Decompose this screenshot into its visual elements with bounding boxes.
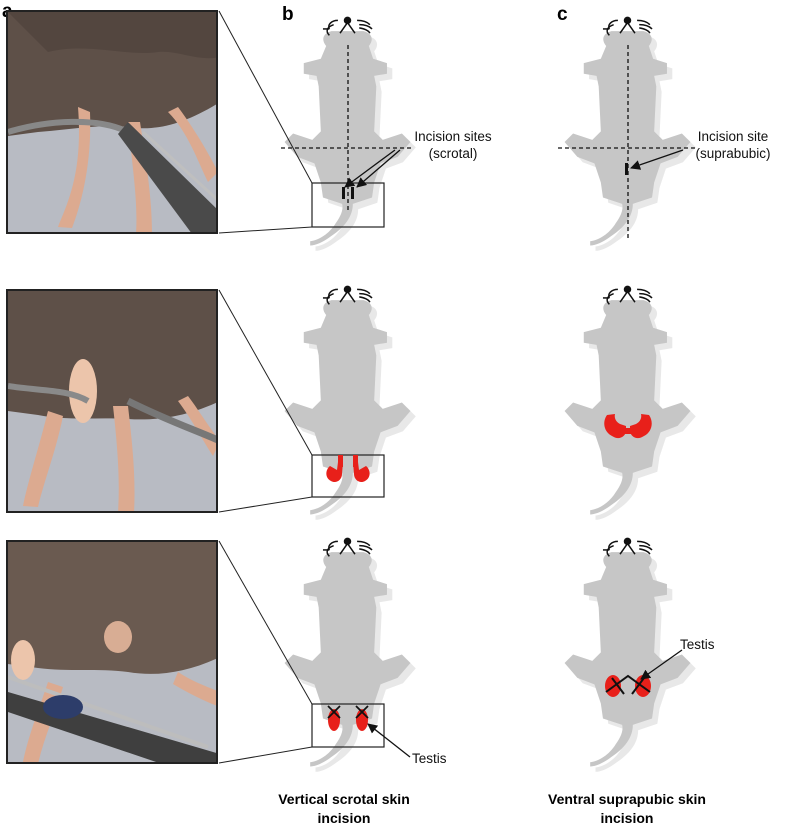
label-incision-site-line2: (suprabubic) xyxy=(695,146,771,161)
surgery-photo-2 xyxy=(6,289,218,513)
incision-mark-right xyxy=(351,187,354,199)
zoom-boxes xyxy=(311,182,385,748)
caption-c: Ventral suprapubic skin incision xyxy=(507,790,747,828)
testis-pair-c2 xyxy=(604,414,652,439)
label-incision-sites: Incision sites (scrotal) xyxy=(398,128,508,162)
surgery-photo-1 xyxy=(6,10,218,234)
label-incision-site-line1: Incision site xyxy=(697,129,769,144)
testis-pair-b2 xyxy=(326,455,370,483)
arrow-incision-right xyxy=(356,149,401,188)
arrow-testis-c xyxy=(640,649,683,680)
dashed-guides-c xyxy=(558,45,696,238)
arrow-incision-suprapubic xyxy=(630,149,684,170)
label-testis-b: Testis xyxy=(412,751,447,766)
label-incision-sites-line2: (scrotal) xyxy=(428,146,478,161)
label-incision-site: Incision site (suprabubic) xyxy=(678,128,788,162)
caption-c-line1: Ventral suprapubic skin xyxy=(548,791,706,807)
incision-mark-left xyxy=(342,187,345,199)
panel-letter-c: c xyxy=(557,4,568,25)
zoom-lines xyxy=(218,10,313,764)
panel-letter-b: b xyxy=(282,4,294,25)
label-testis-c: Testis xyxy=(680,637,715,652)
caption-c-line2: incision xyxy=(600,810,654,826)
sutures-c3 xyxy=(605,674,651,695)
caption-b: Vertical scrotal skin incision xyxy=(224,790,464,828)
caption-b-line2: incision xyxy=(317,810,371,826)
incision-mark-suprapubic xyxy=(625,163,628,175)
label-incision-sites-line1: Incision sites xyxy=(414,129,492,144)
sutures-b3 xyxy=(327,705,369,719)
arrow-testis-b xyxy=(367,723,411,758)
arrow-incision-left xyxy=(344,149,396,188)
caption-b-line1: Vertical scrotal skin xyxy=(278,791,410,807)
dashed-guides-b xyxy=(281,45,414,212)
surgery-photo-3 xyxy=(6,540,218,764)
